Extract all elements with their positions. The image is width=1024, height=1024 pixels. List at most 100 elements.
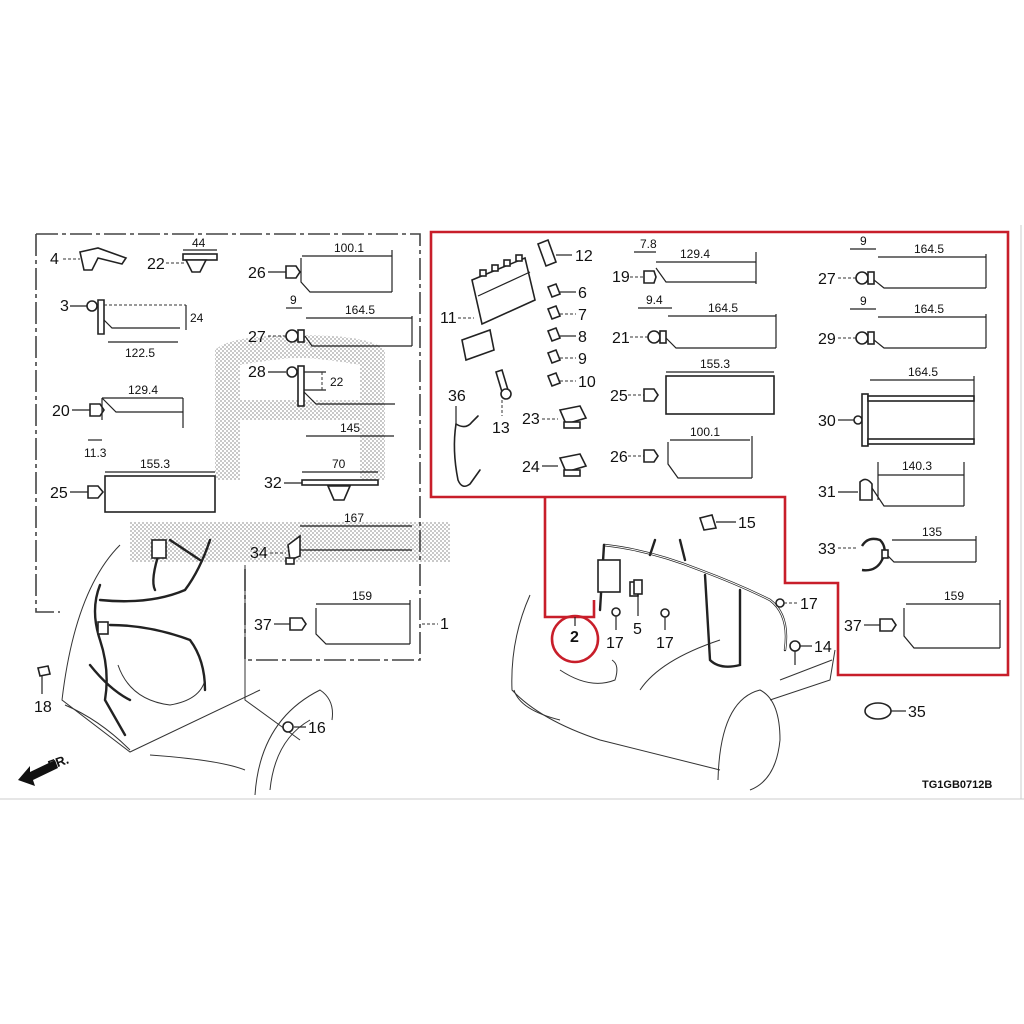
callout-17: 17 (656, 635, 674, 652)
callout-35: 35 (908, 704, 926, 721)
dim-33-length: 135 (922, 525, 942, 539)
part-21[interactable]: 21 9.4 164.5 (612, 293, 777, 349)
dim-37-length: 159 (944, 589, 964, 603)
part-30[interactable]: 30 164.5 (818, 365, 975, 447)
part-11[interactable]: 11 (440, 254, 536, 362)
part-9[interactable]: 9 (546, 348, 587, 368)
callout-28: 28 (248, 364, 266, 381)
callout-31: 31 (818, 484, 836, 501)
part-14[interactable]: 14 (789, 639, 832, 665)
part-25-right[interactable]: 25 155.3 (610, 357, 775, 415)
part-25-left[interactable]: 25 155.3 (50, 457, 216, 513)
part-13[interactable]: 13 (492, 368, 512, 437)
part-24[interactable]: 24 (522, 453, 588, 477)
part-4[interactable]: 4 (50, 247, 128, 271)
diagram-code: TG1GB0712B (922, 779, 992, 791)
part-17[interactable]: 17 (656, 608, 674, 652)
dim-21-length: 164.5 (708, 301, 738, 315)
part-37-right[interactable]: 37 159 (844, 589, 1001, 649)
callout-24: 24 (522, 459, 540, 476)
part-10[interactable]: 10 (546, 371, 596, 391)
part-34[interactable]: 34 167 (250, 511, 412, 565)
part-29[interactable]: 29 9 164.5 (818, 294, 987, 349)
dim-28-length: 145 (340, 421, 360, 435)
callout-29: 29 (818, 331, 836, 348)
part-27-right[interactable]: 27 9 164.5 (818, 234, 987, 289)
part-18[interactable]: 18 (34, 665, 52, 716)
part-32[interactable]: 32 70 (264, 457, 379, 501)
dim-31-length: 140.3 (902, 459, 932, 473)
part-26-right[interactable]: 26 100.1 (610, 425, 753, 479)
part-20[interactable]: 20 129.4 11.3 (52, 383, 184, 460)
callout-4: 4 (50, 251, 59, 268)
part-35[interactable]: 35 (864, 702, 926, 721)
dim-34-length: 167 (344, 511, 364, 525)
part-15[interactable]: 15 (698, 514, 756, 532)
part-27-left[interactable]: 27 9 164.5 (248, 293, 413, 347)
assembly-2-outline (543, 497, 596, 619)
part-26-left[interactable]: 26 100.1 (248, 241, 393, 293)
callout-33: 33 (818, 541, 836, 558)
dim-27-offset: 9 (290, 293, 297, 307)
callout-1: 1 (440, 616, 449, 633)
part-28[interactable]: 28 22 145 (248, 364, 395, 437)
dim-30-length: 164.5 (908, 365, 938, 379)
front-direction-arrow: FR. (18, 752, 71, 786)
callout-10: 10 (578, 374, 596, 391)
part-6[interactable]: 6 (546, 282, 587, 302)
callout-30: 30 (818, 413, 836, 430)
part-17[interactable]: 17 (606, 607, 624, 652)
dim-22-width: 44 (192, 236, 206, 250)
dim-27-offset: 9 (860, 234, 867, 248)
callout-5: 5 (633, 621, 642, 638)
callout-22: 22 (147, 256, 165, 273)
part-5[interactable]: 5 (633, 579, 643, 638)
assembly-1[interactable]: 1 (422, 616, 449, 633)
callout-27: 27 (818, 271, 836, 288)
callout-26: 26 (610, 449, 628, 466)
callout-23: 23 (522, 411, 540, 428)
callout-36: 36 (448, 388, 466, 405)
dim-26-length: 100.1 (334, 241, 364, 255)
part-22[interactable]: 22 44 (147, 236, 218, 273)
part-7[interactable]: 7 (546, 304, 587, 324)
callout-27: 27 (248, 329, 266, 346)
callout-25: 25 (610, 388, 628, 405)
dim-21-offset: 9.4 (646, 293, 663, 307)
arrow-left-icon (18, 760, 58, 786)
part-8[interactable]: 8 (546, 326, 587, 346)
callout-14: 14 (814, 639, 832, 656)
callout-8: 8 (578, 329, 587, 346)
right-wire-harness (597, 538, 788, 668)
dim-3-length: 122.5 (125, 346, 155, 360)
dim-28-height: 22 (330, 375, 344, 389)
dim-20-offset: 11.3 (84, 446, 107, 460)
part-23[interactable]: 23 (522, 405, 588, 429)
part-33[interactable]: 33 135 (818, 525, 977, 572)
part-12[interactable]: 12 (536, 238, 593, 268)
callout-15: 15 (738, 515, 756, 532)
part-16[interactable]: 16 (282, 720, 326, 737)
left-wire-harness (88, 538, 212, 737)
callout-34: 34 (250, 545, 268, 562)
dim-27-length: 164.5 (914, 242, 944, 256)
dim-19-length: 129.4 (680, 247, 710, 261)
assembly-2[interactable]: 2 (550, 614, 600, 664)
right-car-body (511, 594, 836, 791)
callout-13: 13 (492, 420, 510, 437)
part-37-left[interactable]: 37 159 (254, 589, 411, 645)
part-19[interactable]: 19 7.8 129.4 (612, 237, 757, 286)
part-3[interactable]: 3 24 122.5 (60, 298, 204, 360)
dim-25-length: 155.3 (140, 457, 170, 471)
right-group-highlight-outline (429, 230, 1010, 677)
part-36[interactable]: 36 (448, 388, 481, 488)
dim-32-width: 70 (332, 457, 346, 471)
callout-18: 18 (34, 699, 52, 716)
assembly-2-highlight-circle (550, 614, 600, 664)
callout-16: 16 (308, 720, 326, 737)
part-17[interactable]: 17 (775, 596, 818, 613)
left-car-body (61, 544, 333, 796)
callout-19: 19 (612, 269, 630, 286)
part-31[interactable]: 31 140.3 (818, 459, 965, 507)
